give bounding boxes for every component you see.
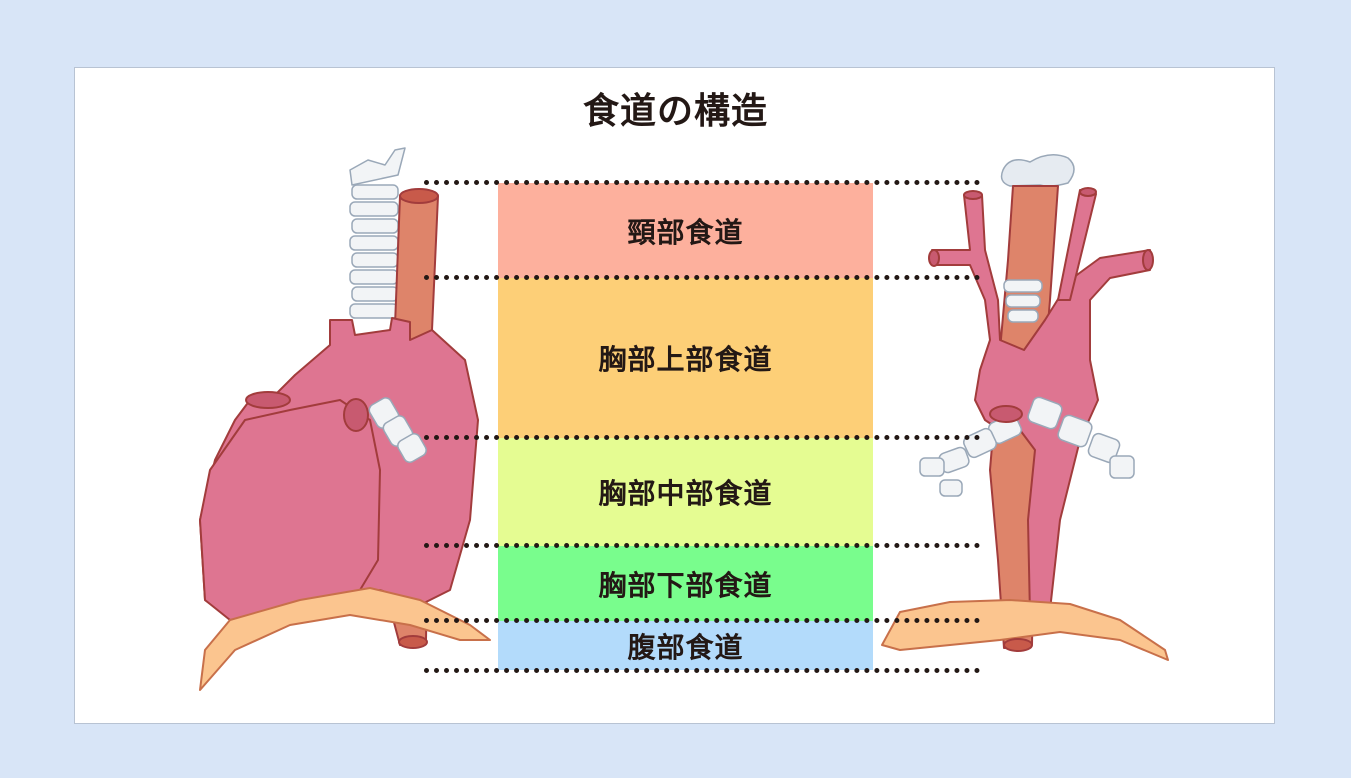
diagram-title: 食道の構造 xyxy=(582,91,768,132)
left-trachea-icon xyxy=(349,147,406,319)
segment-lower-thoracic: 胸部下部食道 xyxy=(498,546,873,621)
level-line-5 xyxy=(424,618,980,623)
level-line-4 xyxy=(424,543,980,548)
level-line-6 xyxy=(424,668,980,673)
right-trachea-icon xyxy=(919,279,1135,497)
segment-label-upper-thoracic: 胸部上部食道 xyxy=(598,343,773,376)
segment-label-abdominal: 腹部食道 xyxy=(627,630,744,664)
right-diaphragm-icon xyxy=(881,599,1169,661)
left-diaphragm-icon xyxy=(199,587,491,691)
segment-label-lower-thoracic: 胸部下部食道 xyxy=(598,568,773,602)
segment-middle-thoracic: 胸部中部食道 xyxy=(498,438,873,546)
level-line-1 xyxy=(424,180,980,185)
segment-cervical: 頸部食道 xyxy=(498,183,873,278)
segment-upper-thoracic: 胸部上部食道 xyxy=(498,278,873,438)
right-vertebra-icon xyxy=(1000,154,1075,187)
segment-label-cervical: 頸部食道 xyxy=(627,215,744,249)
segment-abdominal: 腹部食道 xyxy=(498,621,873,670)
level-line-2 xyxy=(424,275,980,280)
level-line-3 xyxy=(424,435,980,440)
segment-label-middle-thoracic: 胸部中部食道 xyxy=(598,477,773,510)
